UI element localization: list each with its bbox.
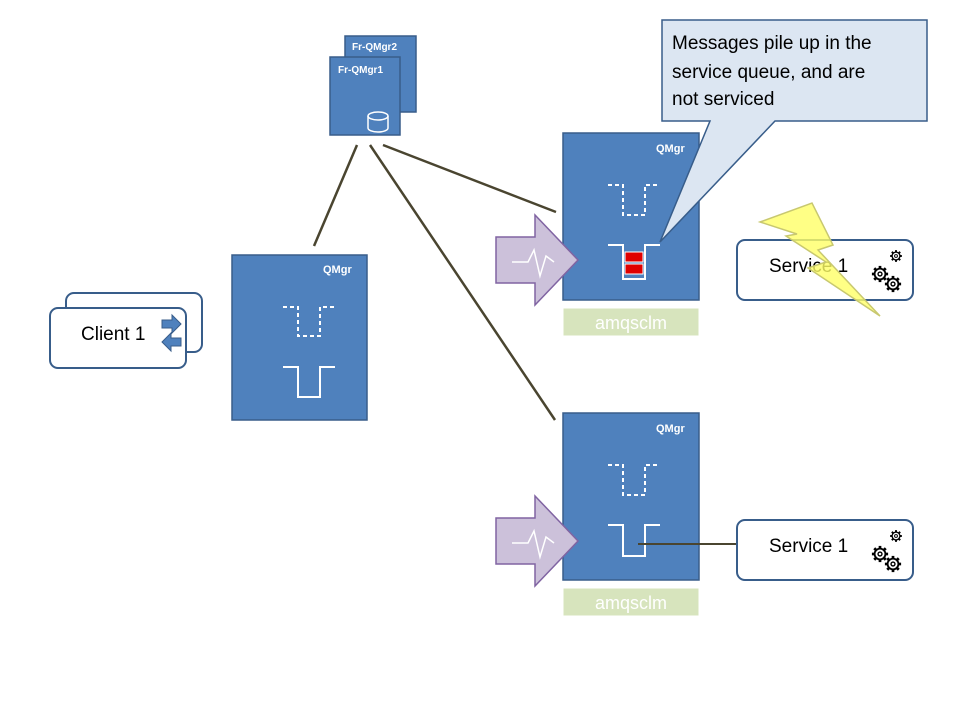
connector-to-gateway-qmgr	[312, 144, 359, 247]
database-icon	[367, 111, 389, 133]
service-queue-icon	[608, 524, 660, 557]
heartbeat-arrow-icon	[495, 494, 580, 588]
callout-line-2: service queue, and are	[672, 62, 865, 83]
queued-messages-icon	[624, 251, 644, 275]
full-repository-qmgr1[interactable]: Fr-QMgr1	[329, 56, 401, 136]
client[interactable]: Client 1	[49, 292, 203, 369]
connector-to-qmgr-top	[382, 143, 557, 214]
cluster-connectors	[312, 143, 557, 421]
monitor-top[interactable]: amqsclm	[562, 307, 700, 337]
remote-queue-icon	[608, 184, 660, 216]
exchange-arrows-icon	[161, 313, 182, 353]
callout-line-1: Messages pile up in the	[672, 33, 872, 54]
heartbeat-arrow-icon	[495, 213, 580, 307]
callout: Messages pile up in the service queue, a…	[659, 19, 928, 243]
service-bottom-label: Service 1	[769, 536, 848, 557]
monitor-bottom-label: amqsclm	[595, 593, 667, 613]
qmgr-bottom-label: QMgr	[656, 423, 685, 435]
remote-queue-icon	[608, 464, 660, 496]
qmgr-top[interactable]: QMgr	[562, 132, 700, 301]
service-bottom[interactable]: Service 1	[736, 519, 914, 581]
service-queue-icon	[608, 244, 660, 280]
callout-line-3: not serviced	[672, 89, 774, 110]
qmgr-bottom[interactable]: QMgr	[562, 412, 700, 581]
local-queue-icon	[283, 366, 335, 398]
gateway-qmgr-label: QMgr	[323, 264, 352, 276]
full-repository-qmgr2-label: Fr-QMgr2	[352, 42, 397, 53]
monitor-bottom[interactable]: amqsclm	[562, 587, 700, 617]
gateway-qmgr[interactable]: QMgr	[231, 254, 368, 421]
client-label: Client 1	[81, 324, 145, 345]
lightning-bolt-icon	[757, 202, 881, 317]
connector-to-qmgr-bottom	[368, 144, 557, 421]
monitor-top-label: amqsclm	[595, 313, 667, 333]
qmgr-top-label: QMgr	[656, 143, 685, 155]
full-repository-qmgr1-label: Fr-QMgr1	[338, 65, 383, 76]
